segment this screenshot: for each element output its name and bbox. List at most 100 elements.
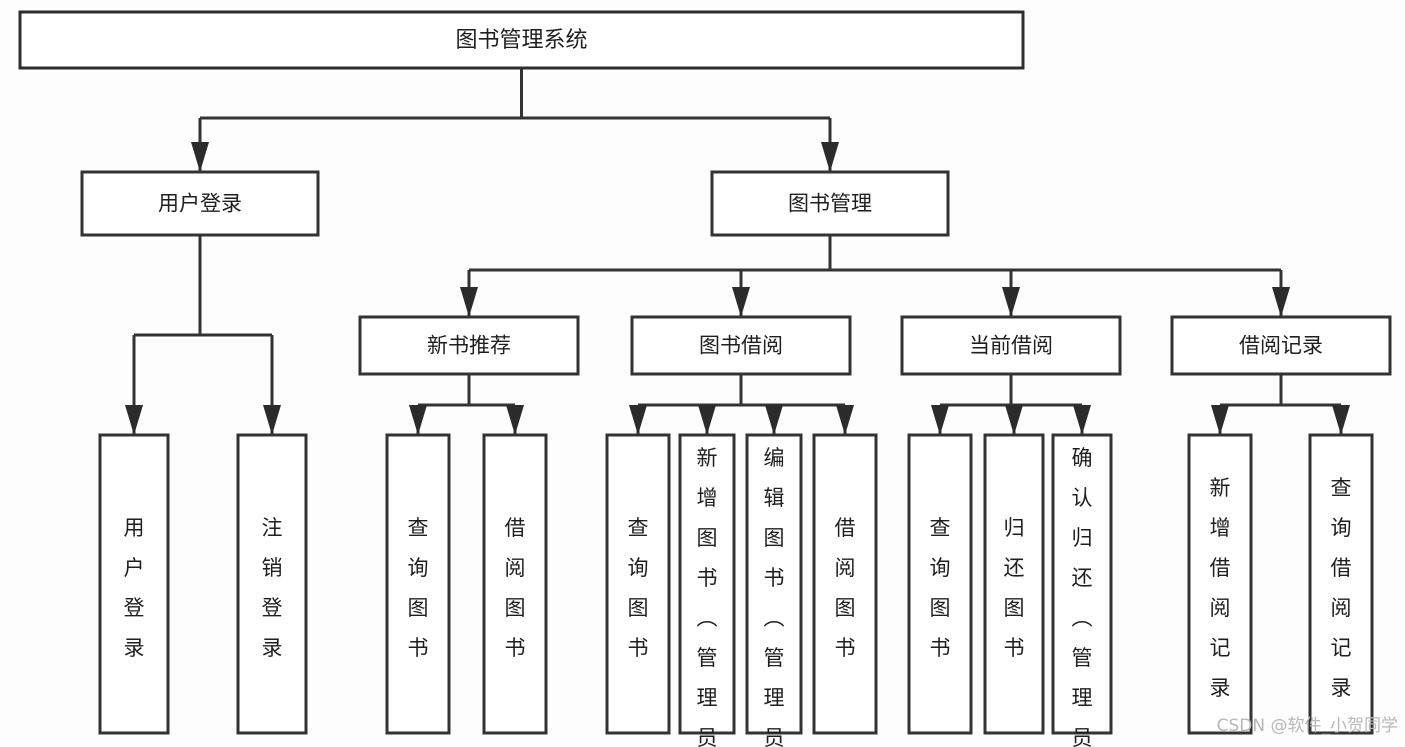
node-book-borrow[interactable]: 图书借阅 (630, 315, 852, 376)
node-label-char: 录 (1331, 676, 1352, 700)
node-leaf-logout-login[interactable]: 注销登录 (236, 433, 308, 735)
arrow-head-icon (629, 405, 647, 435)
node-leaf-user-login[interactable]: 用户登录 (98, 433, 170, 735)
node-label: 借阅记录 (1239, 334, 1323, 358)
node-root[interactable]: 图书管理系统 (18, 10, 1025, 70)
node-new-book-rec[interactable]: 新书推荐 (358, 315, 580, 376)
node-box (630, 315, 852, 376)
arrow-head-icon (1332, 405, 1350, 435)
node-label-char: 理 (1072, 686, 1093, 710)
node-label-char: 查 (930, 516, 951, 540)
node-label-char: 认 (1072, 486, 1093, 510)
node-label-char: 还 (1072, 566, 1093, 590)
node-leaf-return-book[interactable]: 归还图书 (983, 433, 1045, 735)
node-box (745, 433, 803, 735)
node-box (605, 433, 671, 735)
node-leaf-add-book-admin[interactable]: 新增图书︵管理员︶ (678, 433, 736, 747)
node-label-char: 图 (764, 526, 785, 550)
node-label-char: 借 (835, 516, 856, 540)
arrow-head-icon (191, 142, 209, 172)
node-box (900, 315, 1122, 376)
node-label-char: 阅 (505, 556, 526, 580)
node-label: 新增图书︵管理员︶ (697, 446, 718, 747)
node-box (1051, 433, 1113, 735)
node-label-char: 增 (697, 486, 718, 510)
node-label: 用户登录 (158, 192, 242, 216)
node-label: 用户登录 (124, 516, 145, 660)
node-box (236, 433, 308, 735)
node-label-char: 员 (1072, 726, 1093, 747)
node-label-char: 图 (408, 596, 429, 620)
node-label-char: 记 (1331, 636, 1352, 660)
node-label: 图书借阅 (699, 334, 783, 358)
node-leaf-query-borrow-record[interactable]: 查询借阅记录 (1308, 433, 1374, 735)
node-label-char: 书 (505, 636, 526, 660)
node-book-mgmt[interactable]: 图书管理 (710, 170, 950, 237)
node-label: 确认归还︵管理员︶ (1072, 446, 1093, 747)
arrow-head-icon (1002, 287, 1020, 317)
node-label-char: 图 (835, 596, 856, 620)
node-label-char: 管 (1072, 646, 1093, 670)
node-label: 图书管理 (788, 192, 872, 216)
node-label-char: 阅 (835, 556, 856, 580)
node-leaf-confirm-return-admin[interactable]: 确认归还︵管理员︶ (1051, 433, 1113, 747)
node-label-char: 新 (1210, 476, 1231, 500)
node-box (1187, 433, 1253, 735)
node-leaf-query-book-2[interactable]: 查询图书 (605, 433, 671, 735)
arrow-head-icon (836, 405, 854, 435)
node-label-char: 图 (1004, 596, 1025, 620)
arrow-head-icon (698, 405, 716, 435)
node-label: 查询图书 (628, 516, 649, 660)
arrow-head-icon (1005, 405, 1023, 435)
node-label-char: 录 (262, 636, 283, 660)
arrow-head-icon (125, 405, 143, 435)
node-box (98, 433, 170, 735)
arrow-head-icon (821, 142, 839, 172)
node-label-char: ︵ (764, 606, 785, 630)
node-label-char: ︵ (697, 606, 718, 630)
connectors-layer (125, 68, 1350, 435)
node-leaf-query-book-3[interactable]: 查询图书 (907, 433, 973, 735)
node-box (385, 433, 451, 735)
node-label: 当前借阅 (969, 334, 1053, 358)
node-leaf-edit-book-admin[interactable]: 编辑图书︵管理员︶ (745, 433, 803, 747)
node-label-char: 图 (930, 596, 951, 620)
node-label-char: 书 (628, 636, 649, 660)
arrow-head-icon (765, 405, 783, 435)
node-label-char: 阅 (1331, 596, 1352, 620)
node-label: 归还图书 (1004, 516, 1025, 660)
node-label-char: 确 (1072, 446, 1093, 470)
node-label-char: 书 (930, 636, 951, 660)
node-label-char: 管 (764, 646, 785, 670)
arrow-head-icon (460, 287, 478, 317)
node-label-char: 还 (1004, 556, 1025, 580)
node-label-char: 录 (124, 636, 145, 660)
node-label: 注销登录 (262, 516, 283, 660)
node-box (983, 433, 1045, 735)
node-label-char: 书 (1004, 636, 1025, 660)
node-leaf-borrow-book-1[interactable]: 借阅图书 (482, 433, 548, 735)
node-label-char: 新 (697, 446, 718, 470)
node-user-login[interactable]: 用户登录 (80, 170, 320, 237)
node-label: 新书推荐 (427, 334, 511, 358)
arrow-head-icon (506, 405, 524, 435)
nodes-layer: 图书管理系统用户登录图书管理新书推荐图书借阅当前借阅借阅记录用户登录注销登录查询… (18, 10, 1392, 747)
node-current-borrow[interactable]: 当前借阅 (900, 315, 1122, 376)
node-leaf-borrow-book-2[interactable]: 借阅图书 (812, 433, 878, 735)
node-leaf-query-book-1[interactable]: 查询图书 (385, 433, 451, 735)
node-label: 查询借阅记录 (1331, 476, 1352, 700)
node-label-char: 销 (262, 556, 283, 580)
node-label-char: 辑 (764, 486, 785, 510)
node-label-char: 用 (124, 516, 145, 540)
csdn-watermark: CSDN @软件_小贺同学 (1217, 716, 1398, 736)
arrow-head-icon (409, 405, 427, 435)
node-box (1308, 433, 1374, 735)
node-label-char: 归 (1004, 516, 1025, 540)
node-label: 编辑图书︵管理员︶ (764, 446, 785, 747)
node-label-char: 书 (764, 566, 785, 590)
node-label-char: 记 (1210, 636, 1231, 660)
node-borrow-record[interactable]: 借阅记录 (1170, 315, 1392, 376)
node-label-char: 理 (764, 686, 785, 710)
node-leaf-add-borrow-record[interactable]: 新增借阅记录 (1187, 433, 1253, 735)
